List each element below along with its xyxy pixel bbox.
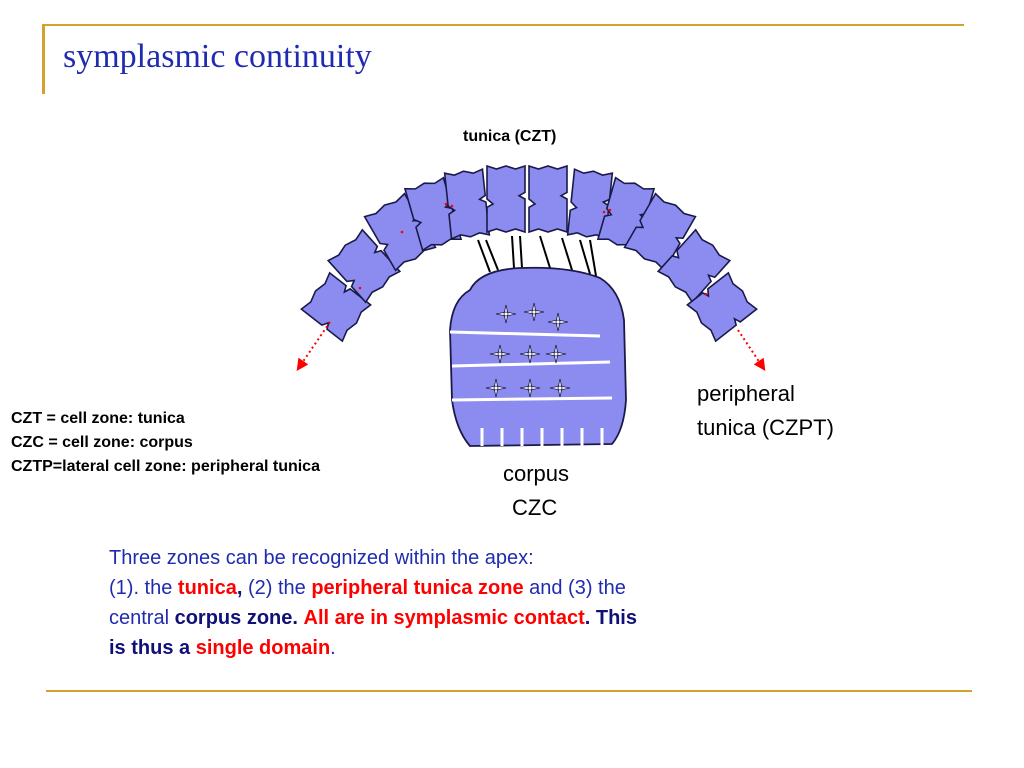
explanation-line-1: Three zones can be recognized within the… — [109, 543, 889, 573]
title-accent-vertical — [42, 24, 45, 94]
explanation-text: central — [109, 607, 175, 629]
explanation-paragraph: Three zones can be recognized within the… — [109, 543, 889, 663]
intercellular-space — [489, 344, 511, 364]
explanation-text: . This — [584, 607, 637, 629]
explanation-text: (2) the — [242, 577, 312, 599]
plasmodesmata-dot — [602, 210, 606, 214]
explanation-line-2: (1). the tunica, (2) the peripheral tuni… — [109, 573, 889, 603]
definition-czt: CZT = cell zone: tunica — [11, 410, 185, 427]
connector-line — [589, 239, 597, 277]
tunica-cell — [486, 164, 526, 234]
highlight-peripheral-tunica-zone: peripheral tunica zone — [311, 577, 524, 599]
plasmodesmata-arrow-right — [737, 329, 766, 371]
definitions-list: CZT = cell zone: tunica CZC = cell zone:… — [11, 407, 320, 479]
slide-title: symplasmic continuity — [63, 38, 372, 75]
tunica-cell — [443, 168, 491, 240]
tunica-cells — [300, 164, 758, 343]
tunica-cell-body — [686, 271, 758, 343]
connector-line — [579, 239, 591, 275]
plasmodesmata-dot — [450, 204, 454, 208]
peripheral-label-line1: peripheral — [697, 381, 795, 406]
tunica-cell-body — [326, 228, 402, 304]
peripheral-label-line2: tunica (CZPT) — [697, 415, 834, 440]
title-accent-horizontal — [42, 24, 964, 26]
intercellular-space — [485, 378, 507, 398]
intercellular-space — [547, 312, 569, 332]
connector-line — [519, 235, 523, 269]
plasmodesmata-dot — [704, 292, 708, 296]
plasmodesmata-dot — [444, 202, 448, 206]
tunica-label: tunica (CZT) — [463, 128, 557, 145]
connector-line — [511, 235, 515, 269]
intercellular-space — [495, 304, 517, 324]
tunica-cell — [528, 164, 568, 234]
corpus-label-line1: corpus — [503, 461, 570, 486]
explanation-text: . — [330, 637, 336, 659]
tunica-cell — [686, 271, 758, 343]
highlight-symplasmic-contact: All are in symplasmic contact — [303, 607, 585, 629]
definition-czc: CZC = cell zone: corpus — [11, 434, 193, 451]
plasmodesmata-dot — [400, 230, 404, 234]
tunica-cell-body — [486, 164, 526, 234]
plasmodesmata-dot — [358, 286, 362, 290]
connector-line — [561, 237, 573, 271]
corpus-slit — [451, 360, 611, 368]
tunica-cell — [326, 228, 402, 304]
corpus-cell-mass — [449, 266, 627, 447]
corpus-label-line2: CZC — [512, 495, 558, 520]
explanation-text: (1). the — [109, 577, 178, 599]
connector-line — [477, 239, 491, 273]
tunica-cell-body — [443, 168, 491, 240]
plasmodesmata-arrow-left — [296, 321, 331, 371]
explanation-line-3: central corpus zone. All are in symplasm… — [109, 603, 889, 633]
connector-line — [539, 235, 551, 269]
highlight-single-domain: single domain — [195, 637, 331, 659]
plasmodesmata-marks — [296, 202, 766, 371]
bottom-accent-rule — [46, 690, 972, 692]
tunica-cell-body — [528, 164, 568, 234]
definition-cztp: CZTP=lateral cell zone: peripheral tunic… — [11, 458, 320, 475]
intercellular-space — [549, 378, 571, 398]
intercellular-space — [523, 302, 545, 322]
explanation-text: and (3) the — [523, 577, 626, 599]
explanation-text: , — [236, 577, 243, 599]
highlight-corpus-zone: corpus zone. — [174, 607, 298, 629]
corpus-slit — [449, 330, 601, 338]
explanation-line-4: is thus a single domain. — [109, 633, 889, 663]
intercellular-space — [519, 344, 541, 364]
corpus-slit — [451, 396, 613, 402]
plasmodesmata-dot — [608, 208, 612, 212]
corpus-body — [449, 266, 627, 447]
explanation-text: Three zones can be recognized within the… — [109, 547, 534, 569]
explanation-text: is thus a — [109, 637, 196, 659]
intercellular-space — [545, 344, 567, 364]
highlight-tunica: tunica — [177, 577, 237, 599]
tunica-cell — [363, 192, 437, 272]
intercellular-space — [519, 378, 541, 398]
connector-line — [485, 239, 499, 271]
tunica-cell-body — [363, 192, 437, 272]
